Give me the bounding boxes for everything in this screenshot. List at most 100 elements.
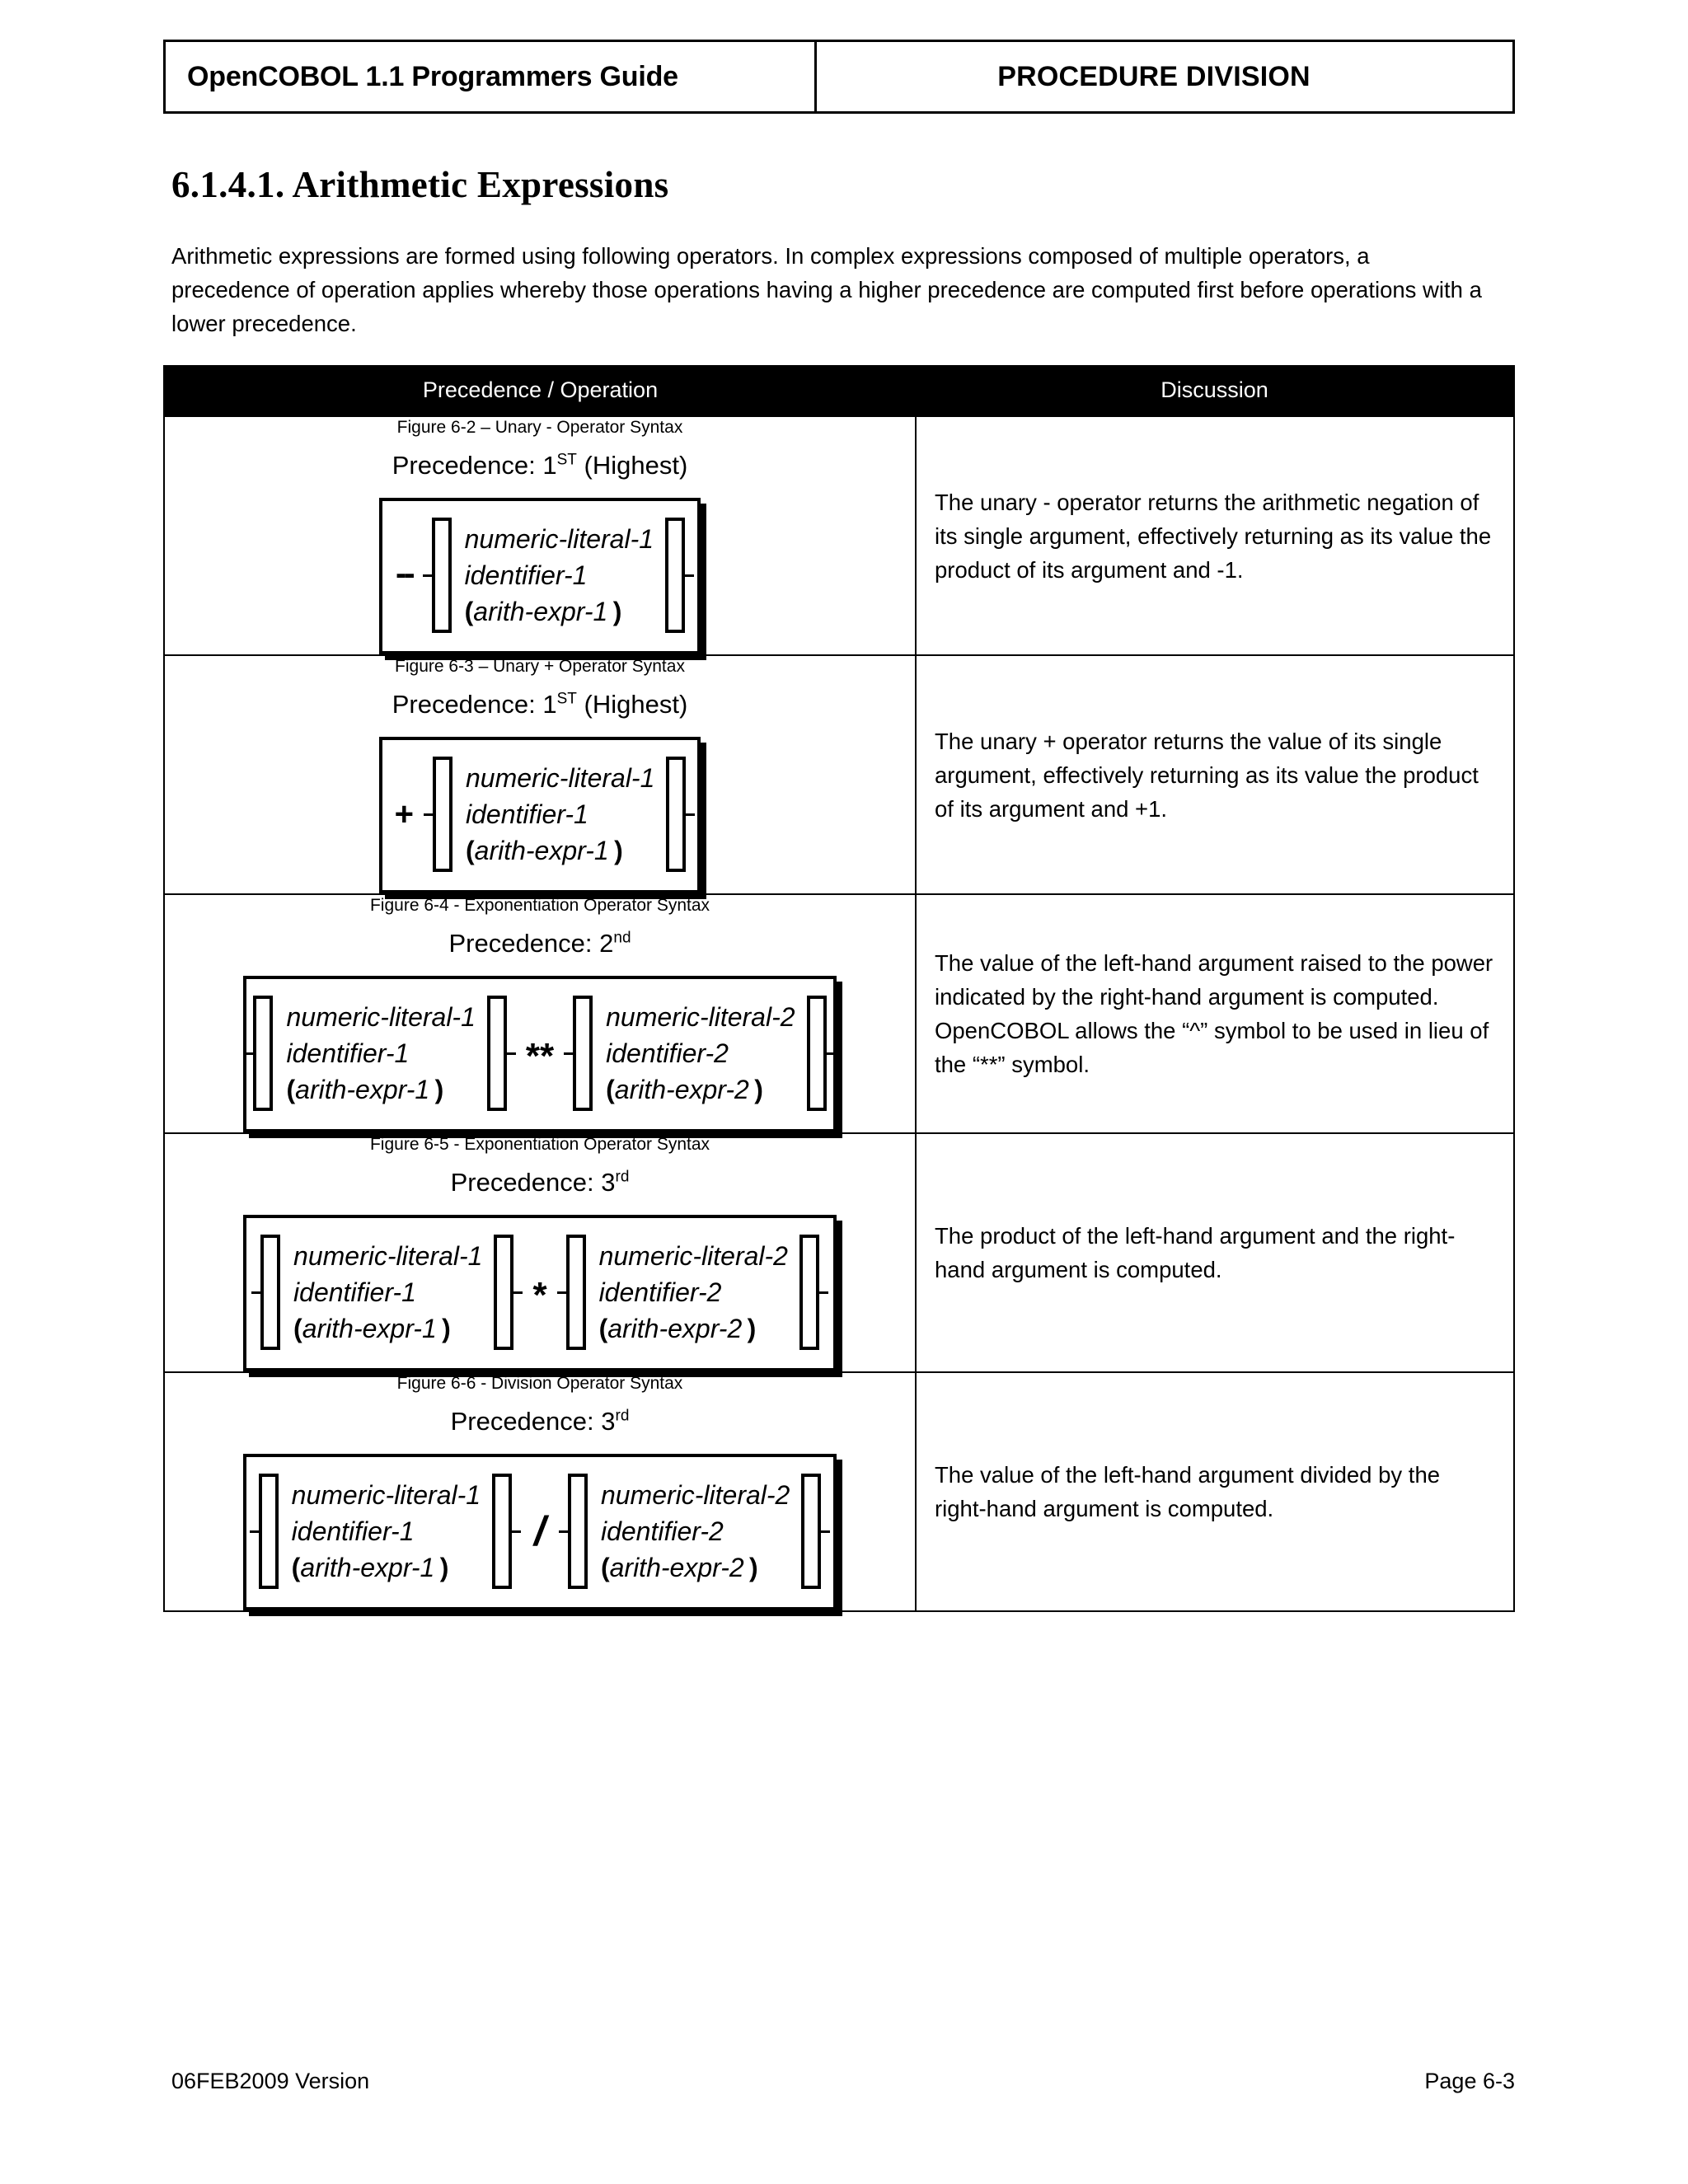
column-header-precedence-operation: Precedence / Operation (164, 366, 916, 416)
close-paren: ) (743, 1553, 758, 1582)
precedence-label: Precedence: 1ST (Highest) (392, 451, 688, 480)
list-item: identifier-1 (293, 1274, 482, 1310)
brace-item-token: arith-expr-2 (609, 1553, 744, 1582)
operator-symbol: + (394, 796, 414, 832)
alternatives-list: numeric-literal-1 identifier-1(arith-expr… (279, 1474, 492, 1589)
brace-item-token: numeric-literal-1 (291, 1480, 481, 1510)
brace-connector-tick (821, 1530, 831, 1533)
brace-connector-tick (249, 1530, 259, 1533)
precedence-ordinal-suffix: ST (556, 690, 577, 708)
list-item: (arith-expr-1 ) (286, 1071, 475, 1108)
brace-connector-tick (244, 1052, 254, 1055)
brace-item-token: arith-expr-1 (302, 1314, 437, 1343)
close-paren: ) (436, 1314, 451, 1343)
right-curly-brace-icon (799, 1235, 819, 1350)
precedence-ordinal-suffix: nd (613, 929, 631, 947)
precedence-ordinal-suffix: rd (615, 1168, 630, 1186)
brace-item-token: arith-expr-2 (614, 1075, 749, 1104)
list-item: identifier-2 (606, 1035, 795, 1071)
list-item: numeric-literal-1 (286, 999, 475, 1035)
list-item: numeric-literal-1 (466, 760, 654, 796)
right-curly-brace-icon (665, 518, 686, 633)
brace-item-token: numeric-literal-1 (293, 1241, 483, 1271)
brace-item-token: arith-expr-1 (474, 836, 609, 865)
brace-item-token: numeric-literal-2 (598, 1241, 788, 1271)
brace-item-token: arith-expr-1 (295, 1075, 430, 1104)
operator-symbol: * (532, 1275, 547, 1315)
figure-caption: Figure 6-2 – Unary - Operator Syntax (396, 418, 683, 437)
discussion-cell: The unary + operator returns the value o… (915, 654, 1515, 895)
brace-item-token: numeric-literal-2 (606, 1002, 795, 1032)
brace-connector-tick (558, 1530, 568, 1533)
header-chapter-title: PROCEDURE DIVISION (997, 60, 1311, 92)
close-paren: ) (748, 1075, 763, 1104)
precedence-label: Precedence: 3rd (450, 1168, 630, 1197)
brace-connector-tick (506, 1052, 516, 1055)
open-paren: ( (464, 597, 474, 626)
left-curly-brace-icon (432, 757, 452, 872)
operator-symbol: ** (525, 1036, 555, 1076)
left-curly-brace-icon (573, 996, 593, 1111)
list-item: numeric-literal-1 (292, 1477, 481, 1513)
list-item: numeric-literal-2 (599, 1238, 788, 1274)
table-row: Figure 6-4 - Exponentiation Operator Syn… (163, 893, 1515, 1134)
close-paren: ) (429, 1075, 444, 1104)
close-paren: ) (434, 1553, 449, 1582)
open-paren: ( (600, 1553, 610, 1582)
list-item: identifier-2 (601, 1513, 790, 1549)
list-item: (arith-expr-1 ) (292, 1549, 481, 1586)
open-paren: ( (606, 1075, 615, 1104)
right-curly-brace-icon (486, 996, 507, 1111)
open-paren: ( (286, 1075, 296, 1104)
footer-version: 06FEB2009 Version (171, 2069, 370, 2093)
right-curly-brace-icon (666, 757, 687, 872)
brace-connector-tick (686, 813, 696, 816)
list-item: numeric-literal-1 (465, 521, 654, 557)
precedence-ordinal-suffix: ST (556, 451, 577, 469)
brace-item-token: arith-expr-2 (607, 1314, 743, 1343)
close-paren: ) (608, 836, 623, 865)
left-curly-brace-icon (431, 518, 452, 633)
table-row: Figure 6-5 - Exponentiation Operator Syn… (163, 1132, 1515, 1373)
brace-connector-tick (685, 574, 695, 577)
brace-connector-tick (251, 1291, 261, 1294)
column-header-discussion: Discussion (916, 366, 1514, 416)
right-curly-brace-icon (806, 996, 827, 1111)
brace-item-token: arith-expr-1 (473, 597, 608, 626)
figure-caption: Figure 6-3 – Unary + Operator Syntax (395, 657, 685, 676)
left-curly-brace-icon (565, 1235, 586, 1350)
brace-connector-tick (422, 574, 432, 577)
list-item: (arith-expr-2 ) (599, 1310, 788, 1347)
close-paren: ) (607, 597, 622, 626)
precedence-operation-table: Precedence / Operation Discussion Figure… (163, 365, 1515, 1612)
running-header: OpenCOBOL 1.1 Programmers Guide PROCEDUR… (163, 40, 1515, 114)
list-item: identifier-1 (286, 1035, 475, 1071)
brace-item-token: identifier-1 (465, 799, 588, 829)
left-curly-brace-icon (258, 1474, 279, 1589)
open-paren: ( (293, 1314, 302, 1343)
discussion-cell: The unary - operator returns the arithme… (915, 415, 1515, 656)
list-item: identifier-1 (465, 557, 654, 593)
discussion-cell: The product of the left-hand argument an… (915, 1132, 1515, 1373)
brace-item-token: identifier-1 (286, 1038, 410, 1068)
right-curly-brace-icon (494, 1235, 514, 1350)
right-curly-brace-icon (492, 1474, 513, 1589)
figure-caption: Figure 6-6 - Division Operator Syntax (396, 1374, 683, 1393)
brace-item-token: identifier-1 (291, 1516, 415, 1546)
